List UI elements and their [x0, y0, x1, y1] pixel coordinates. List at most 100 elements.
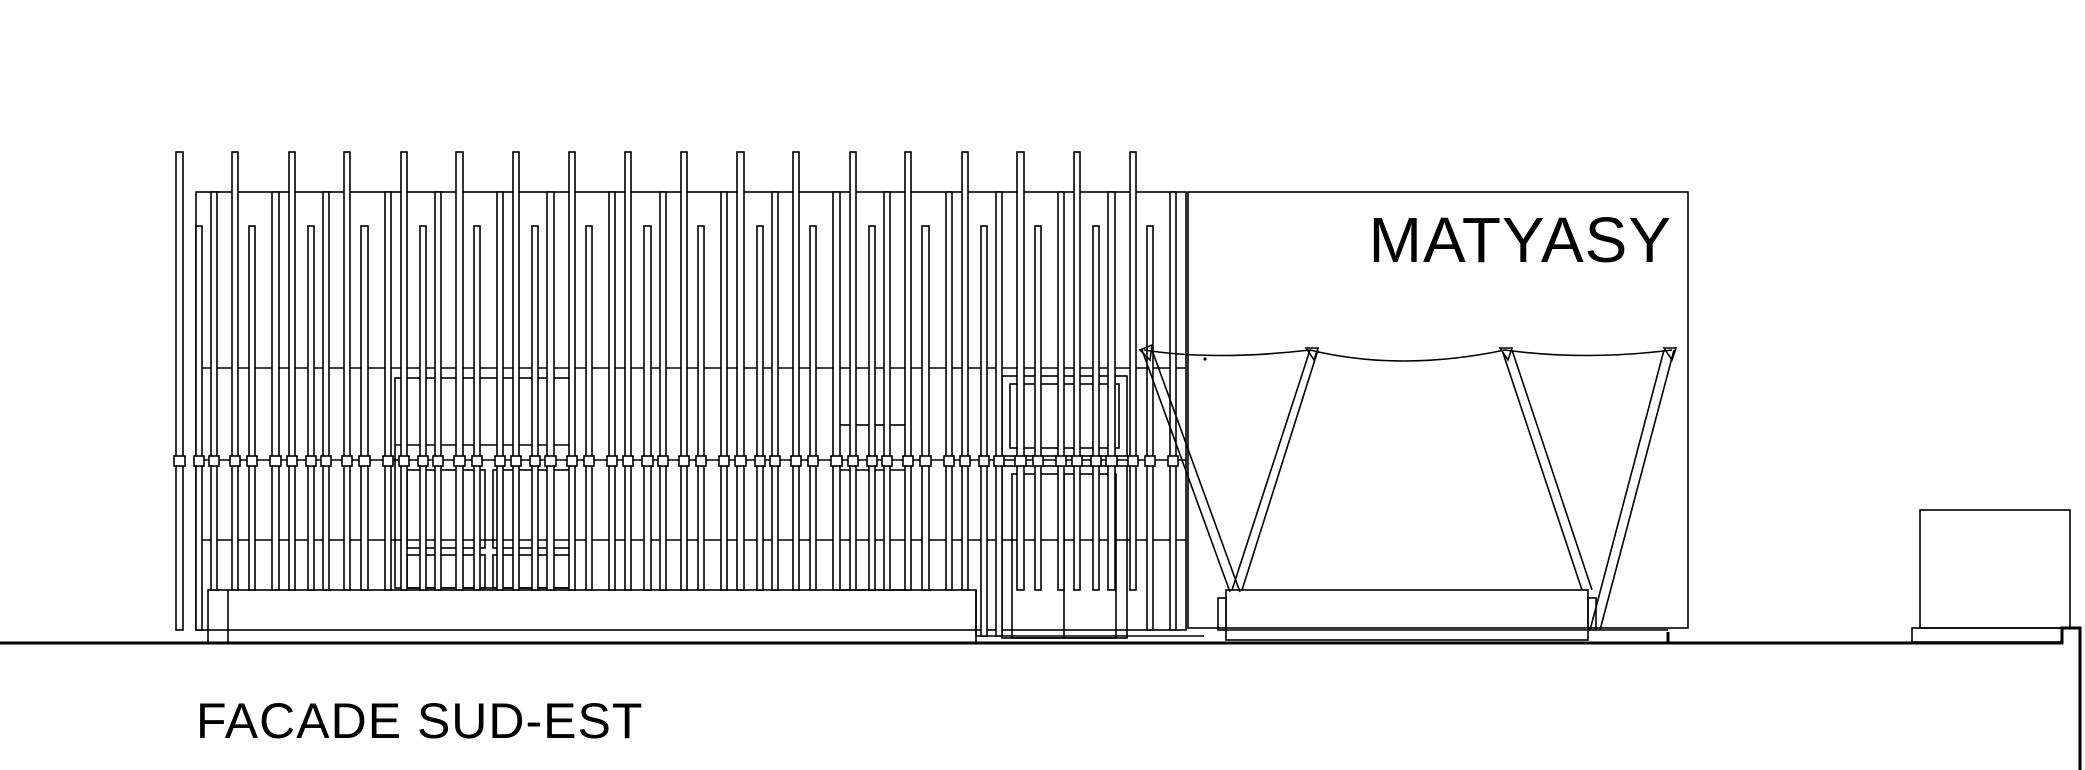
slat — [473, 225, 481, 591]
slat — [496, 191, 504, 591]
fin — [830, 455, 843, 467]
slat — [1146, 225, 1154, 631]
fin — [583, 455, 595, 467]
slat — [400, 151, 408, 591]
slat — [608, 191, 616, 591]
slat — [1129, 151, 1137, 591]
slat — [568, 151, 576, 591]
fin — [417, 455, 429, 467]
fin — [1167, 455, 1179, 467]
slat — [1169, 191, 1177, 631]
fin — [398, 455, 410, 467]
fin — [606, 455, 618, 467]
fin — [657, 455, 669, 467]
slat — [904, 151, 912, 591]
fin — [959, 455, 971, 467]
fin — [718, 455, 730, 467]
fin — [943, 455, 955, 467]
fin — [193, 455, 205, 467]
fin — [641, 455, 654, 467]
fin — [919, 455, 932, 467]
fin — [1127, 455, 1139, 467]
slat — [756, 225, 764, 591]
fin — [269, 455, 282, 467]
fin — [494, 455, 506, 467]
fin — [246, 455, 258, 467]
fin — [807, 455, 819, 467]
slat — [419, 225, 427, 591]
sign-lettering: MATYASY — [1369, 204, 1672, 276]
slat — [849, 151, 857, 591]
vertical-slat-screen — [175, 151, 1177, 637]
fin — [769, 455, 781, 467]
fin — [881, 455, 893, 467]
slat — [271, 191, 280, 591]
slat — [231, 151, 239, 591]
slat — [624, 151, 632, 591]
fin — [978, 455, 990, 467]
annex-box — [1911, 509, 2071, 643]
slat — [921, 225, 930, 591]
fin — [544, 455, 557, 467]
fin — [1105, 455, 1118, 467]
fin — [305, 455, 317, 467]
slat — [512, 151, 520, 591]
slat — [697, 225, 705, 591]
fin — [678, 455, 690, 467]
slat — [384, 191, 392, 591]
slat — [1073, 151, 1081, 591]
fin — [341, 455, 353, 467]
fin — [382, 455, 394, 467]
slat — [809, 225, 817, 591]
slat — [195, 225, 203, 631]
fin — [790, 455, 802, 467]
slat — [980, 225, 988, 637]
fin — [453, 455, 466, 467]
fin — [286, 455, 298, 467]
fin — [1055, 455, 1067, 467]
slat — [736, 151, 745, 591]
slat — [771, 191, 779, 591]
slat — [1057, 191, 1065, 591]
fin — [1014, 455, 1027, 467]
fin — [866, 455, 878, 467]
slat — [585, 225, 593, 591]
slat — [995, 191, 1003, 637]
fin — [432, 455, 444, 467]
slat — [248, 225, 256, 591]
slat — [680, 151, 688, 591]
slat — [659, 191, 667, 591]
base-plinth — [207, 589, 977, 644]
slat — [288, 151, 296, 591]
slat — [961, 151, 969, 591]
fin — [695, 455, 707, 467]
fin — [847, 455, 859, 467]
slat — [1034, 225, 1042, 591]
fin — [622, 455, 634, 467]
slat — [883, 191, 891, 591]
slat — [434, 191, 442, 591]
slat — [360, 225, 369, 591]
fin — [902, 455, 914, 467]
fin — [320, 455, 332, 467]
slat — [868, 225, 876, 591]
fin — [358, 455, 371, 467]
fin — [1032, 455, 1044, 467]
slat — [720, 191, 728, 591]
fin — [229, 455, 241, 467]
fin — [1090, 455, 1102, 467]
slat — [945, 191, 953, 591]
slat — [531, 225, 539, 591]
fin — [566, 455, 578, 467]
slat — [455, 151, 464, 591]
tensile-canopy — [1138, 343, 1678, 641]
fin — [510, 455, 522, 467]
fin — [173, 455, 186, 467]
slat — [832, 191, 841, 591]
slat — [1107, 191, 1116, 591]
slat — [643, 225, 652, 591]
fin — [471, 455, 483, 467]
sign-block — [1187, 191, 1689, 629]
slat — [1016, 151, 1025, 591]
